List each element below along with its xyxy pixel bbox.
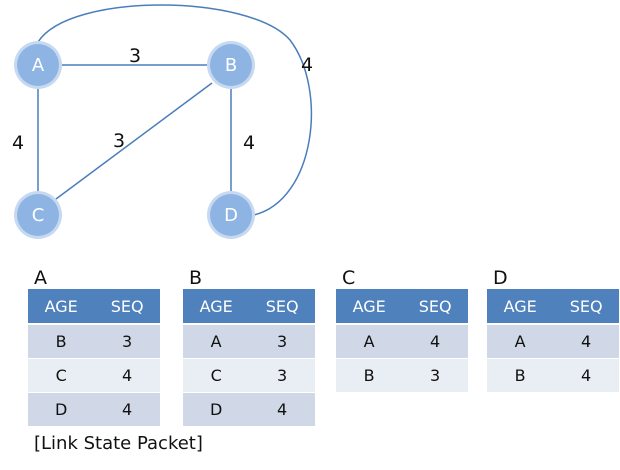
- table-row: B 3: [336, 358, 468, 392]
- packet-a: A AGE SEQ B 3 C 4 D 4: [28, 267, 160, 426]
- table-cell: B: [487, 358, 554, 392]
- node-d: D: [207, 191, 255, 239]
- node-b: B: [207, 41, 255, 89]
- column-header: AGE: [28, 289, 95, 325]
- table-cell: D: [183, 392, 250, 426]
- node-b-label: B: [225, 55, 237, 76]
- table-header-row: AGE SEQ: [183, 289, 315, 325]
- table-cell: C: [183, 358, 250, 393]
- table-row: D 4: [183, 392, 315, 426]
- table-cell: D: [28, 392, 95, 426]
- table-cell: A: [336, 323, 403, 359]
- node-a: A: [14, 41, 62, 89]
- packet-c-table: AGE SEQ A 4 B 3: [336, 289, 468, 392]
- packet-a-title: A: [34, 267, 47, 289]
- column-header: SEQ: [553, 289, 619, 325]
- table-row: B 3: [28, 323, 160, 359]
- table-cell: 3: [402, 358, 468, 392]
- table-row: C 4: [28, 358, 160, 393]
- packet-b-title: B: [189, 267, 203, 289]
- table-row: D 4: [28, 392, 160, 426]
- column-header: SEQ: [249, 289, 315, 325]
- table-row: A 4: [487, 323, 619, 359]
- edge-b-d-weight: 4: [243, 132, 255, 154]
- edge-b-c-weight: 3: [113, 130, 125, 152]
- node-d-label: D: [224, 205, 238, 226]
- node-a-label: A: [32, 55, 45, 76]
- table-cell: B: [28, 323, 95, 359]
- column-header: SEQ: [94, 289, 160, 325]
- table-header-row: AGE SEQ: [487, 289, 619, 325]
- table-cell: 4: [553, 358, 619, 392]
- column-header: SEQ: [402, 289, 468, 325]
- packet-a-table: AGE SEQ B 3 C 4 D 4: [28, 289, 160, 426]
- table-header-row: AGE SEQ: [28, 289, 160, 325]
- table-cell: 4: [402, 323, 468, 359]
- packet-d-title: D: [493, 267, 508, 289]
- table-row: C 3: [183, 358, 315, 393]
- packet-b-table: AGE SEQ A 3 C 3 D 4: [183, 289, 315, 426]
- table-cell: 3: [249, 323, 315, 359]
- network-graph: A B C D 3 4 3 4 4: [12, 4, 313, 239]
- packet-c: C AGE SEQ A 4 B 3: [336, 267, 468, 392]
- table-row: B 4: [487, 358, 619, 392]
- packet-b: B AGE SEQ A 3 C 3 D 4: [183, 267, 315, 426]
- table-cell: C: [28, 358, 95, 393]
- packet-d-table: AGE SEQ A 4 B 4: [487, 289, 619, 392]
- column-header: AGE: [183, 289, 250, 325]
- packet-d: D AGE SEQ A 4 B 4: [487, 267, 619, 392]
- table-row: A 3: [183, 323, 315, 359]
- packet-c-title: C: [342, 267, 356, 289]
- node-c-label: C: [32, 205, 45, 226]
- column-header: AGE: [336, 289, 403, 325]
- edge-a-d-weight: 4: [301, 54, 313, 76]
- table-cell: A: [183, 323, 250, 359]
- table-cell: 3: [94, 323, 160, 359]
- table-cell: 4: [249, 392, 315, 426]
- table-cell: 3: [249, 358, 315, 393]
- column-header: AGE: [487, 289, 554, 325]
- table-header-row: AGE SEQ: [336, 289, 468, 325]
- edge-a-d: [37, 4, 313, 216]
- edge-a-c-weight: 4: [12, 132, 24, 154]
- table-cell: 4: [94, 392, 160, 426]
- table-cell: A: [487, 323, 554, 359]
- table-row: A 4: [336, 323, 468, 359]
- figure-caption: [Link State Packet]: [34, 433, 203, 454]
- node-c: C: [14, 191, 62, 239]
- edge-a-b-weight: 3: [129, 45, 141, 67]
- table-cell: 4: [553, 323, 619, 359]
- table-cell: 4: [94, 358, 160, 393]
- table-cell: B: [336, 358, 403, 392]
- edge-b-c: [55, 82, 213, 200]
